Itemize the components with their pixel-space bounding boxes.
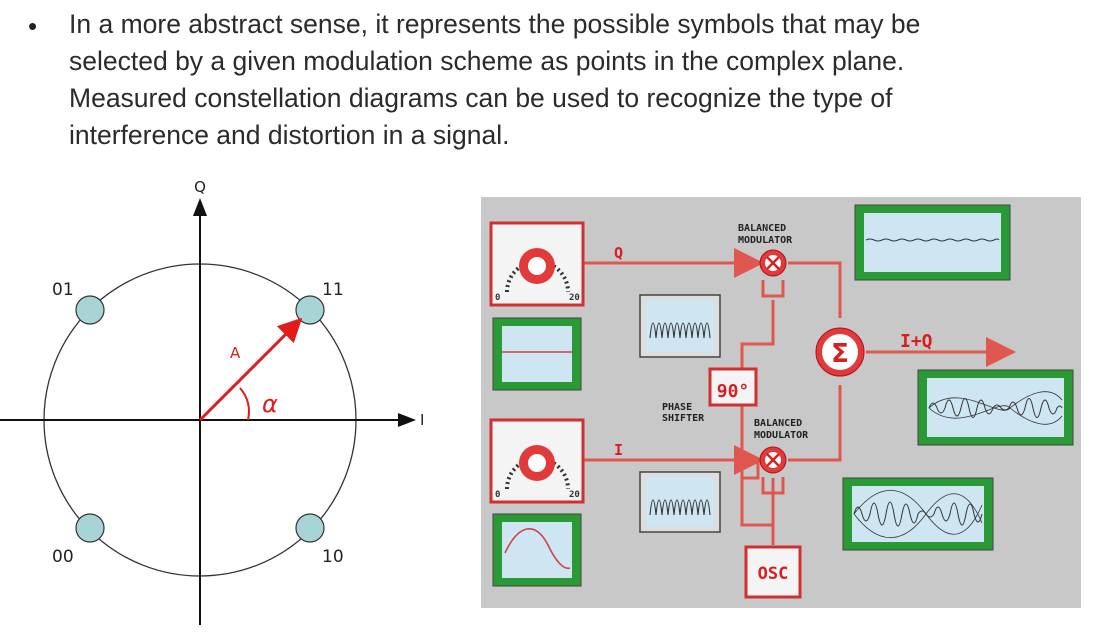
q-modulated-scope	[854, 204, 1011, 281]
constellation-point-01	[75, 295, 105, 325]
phase-shifter-block: 90°	[708, 367, 758, 407]
q-amplitude-knob[interactable]: 0 20	[489, 221, 585, 307]
i-axis-arrow-icon	[398, 413, 416, 427]
i-baseband-scope	[492, 513, 582, 587]
bullet-line: interference and distortion in a signal.	[69, 120, 510, 150]
i-carrier-scope	[639, 471, 721, 533]
constellation-point-10	[295, 513, 325, 543]
bottom-modulator-label-line1: BALANCED	[754, 418, 802, 429]
signal-wires	[583, 248, 1016, 545]
q-axis-label: Q	[194, 178, 206, 196]
bullet-text: In a more abstract sense, it represents …	[69, 6, 1069, 154]
i-channel-label: I	[614, 441, 623, 459]
q-carrier-scope	[639, 294, 721, 358]
constellation-point-00	[75, 513, 105, 543]
angle-label: α	[262, 390, 278, 418]
vector-label: A	[230, 344, 241, 362]
amplitude-vector	[198, 317, 303, 422]
bullet-line: Measured constellation diagrams can be u…	[69, 83, 893, 113]
osc-label: OSC	[758, 564, 789, 584]
phase-shifter-label-line2: SHIFTER	[662, 413, 705, 424]
q-axis-arrow-icon	[193, 198, 207, 216]
point-label-00: 00	[52, 547, 74, 567]
summer-block: Σ	[815, 327, 865, 377]
bottom-modulator-mixer-icon	[759, 446, 787, 474]
q-dc-scope	[492, 317, 582, 391]
i-modulated-scope	[842, 477, 994, 551]
output-label: I+Q	[900, 331, 933, 352]
knob-max-label: 20	[569, 293, 580, 303]
knob-max-label: 20	[569, 490, 580, 500]
constellation-point-11	[295, 295, 325, 325]
bullet-line: selected by a given modulation scheme as…	[69, 46, 905, 76]
bullet-dot: •	[28, 11, 38, 41]
bullet-line: In a more abstract sense, it represents …	[69, 9, 921, 39]
phase-value: 90°	[717, 381, 750, 402]
top-modulator-label-line1: BALANCED	[738, 223, 786, 234]
constellation-diagram: Q I 01 11 00 10 A α	[0, 178, 424, 625]
i-axis-label: I	[420, 411, 424, 429]
point-label-01: 01	[52, 280, 74, 300]
top-modulator-mixer-icon	[759, 249, 787, 277]
modulator-block-diagram: Q I 0 20 0 20	[481, 197, 1081, 608]
q-channel-label: Q	[614, 244, 623, 262]
sum-output-scope	[917, 369, 1074, 446]
knob-min-label: 0	[495, 490, 500, 500]
knob-min-label: 0	[495, 293, 500, 303]
phase-shifter-label-line1: PHASE	[662, 402, 692, 413]
sum-symbol: Σ	[831, 339, 849, 369]
point-label-10: 10	[322, 547, 344, 567]
angle-arc	[239, 387, 250, 421]
point-label-11: 11	[322, 280, 344, 300]
i-amplitude-knob[interactable]: 0 20	[489, 418, 585, 504]
oscillator-block: OSC	[744, 545, 802, 599]
top-modulator-label-line2: MODULATOR	[738, 235, 793, 246]
bottom-modulator-label-line2: MODULATOR	[754, 430, 809, 441]
